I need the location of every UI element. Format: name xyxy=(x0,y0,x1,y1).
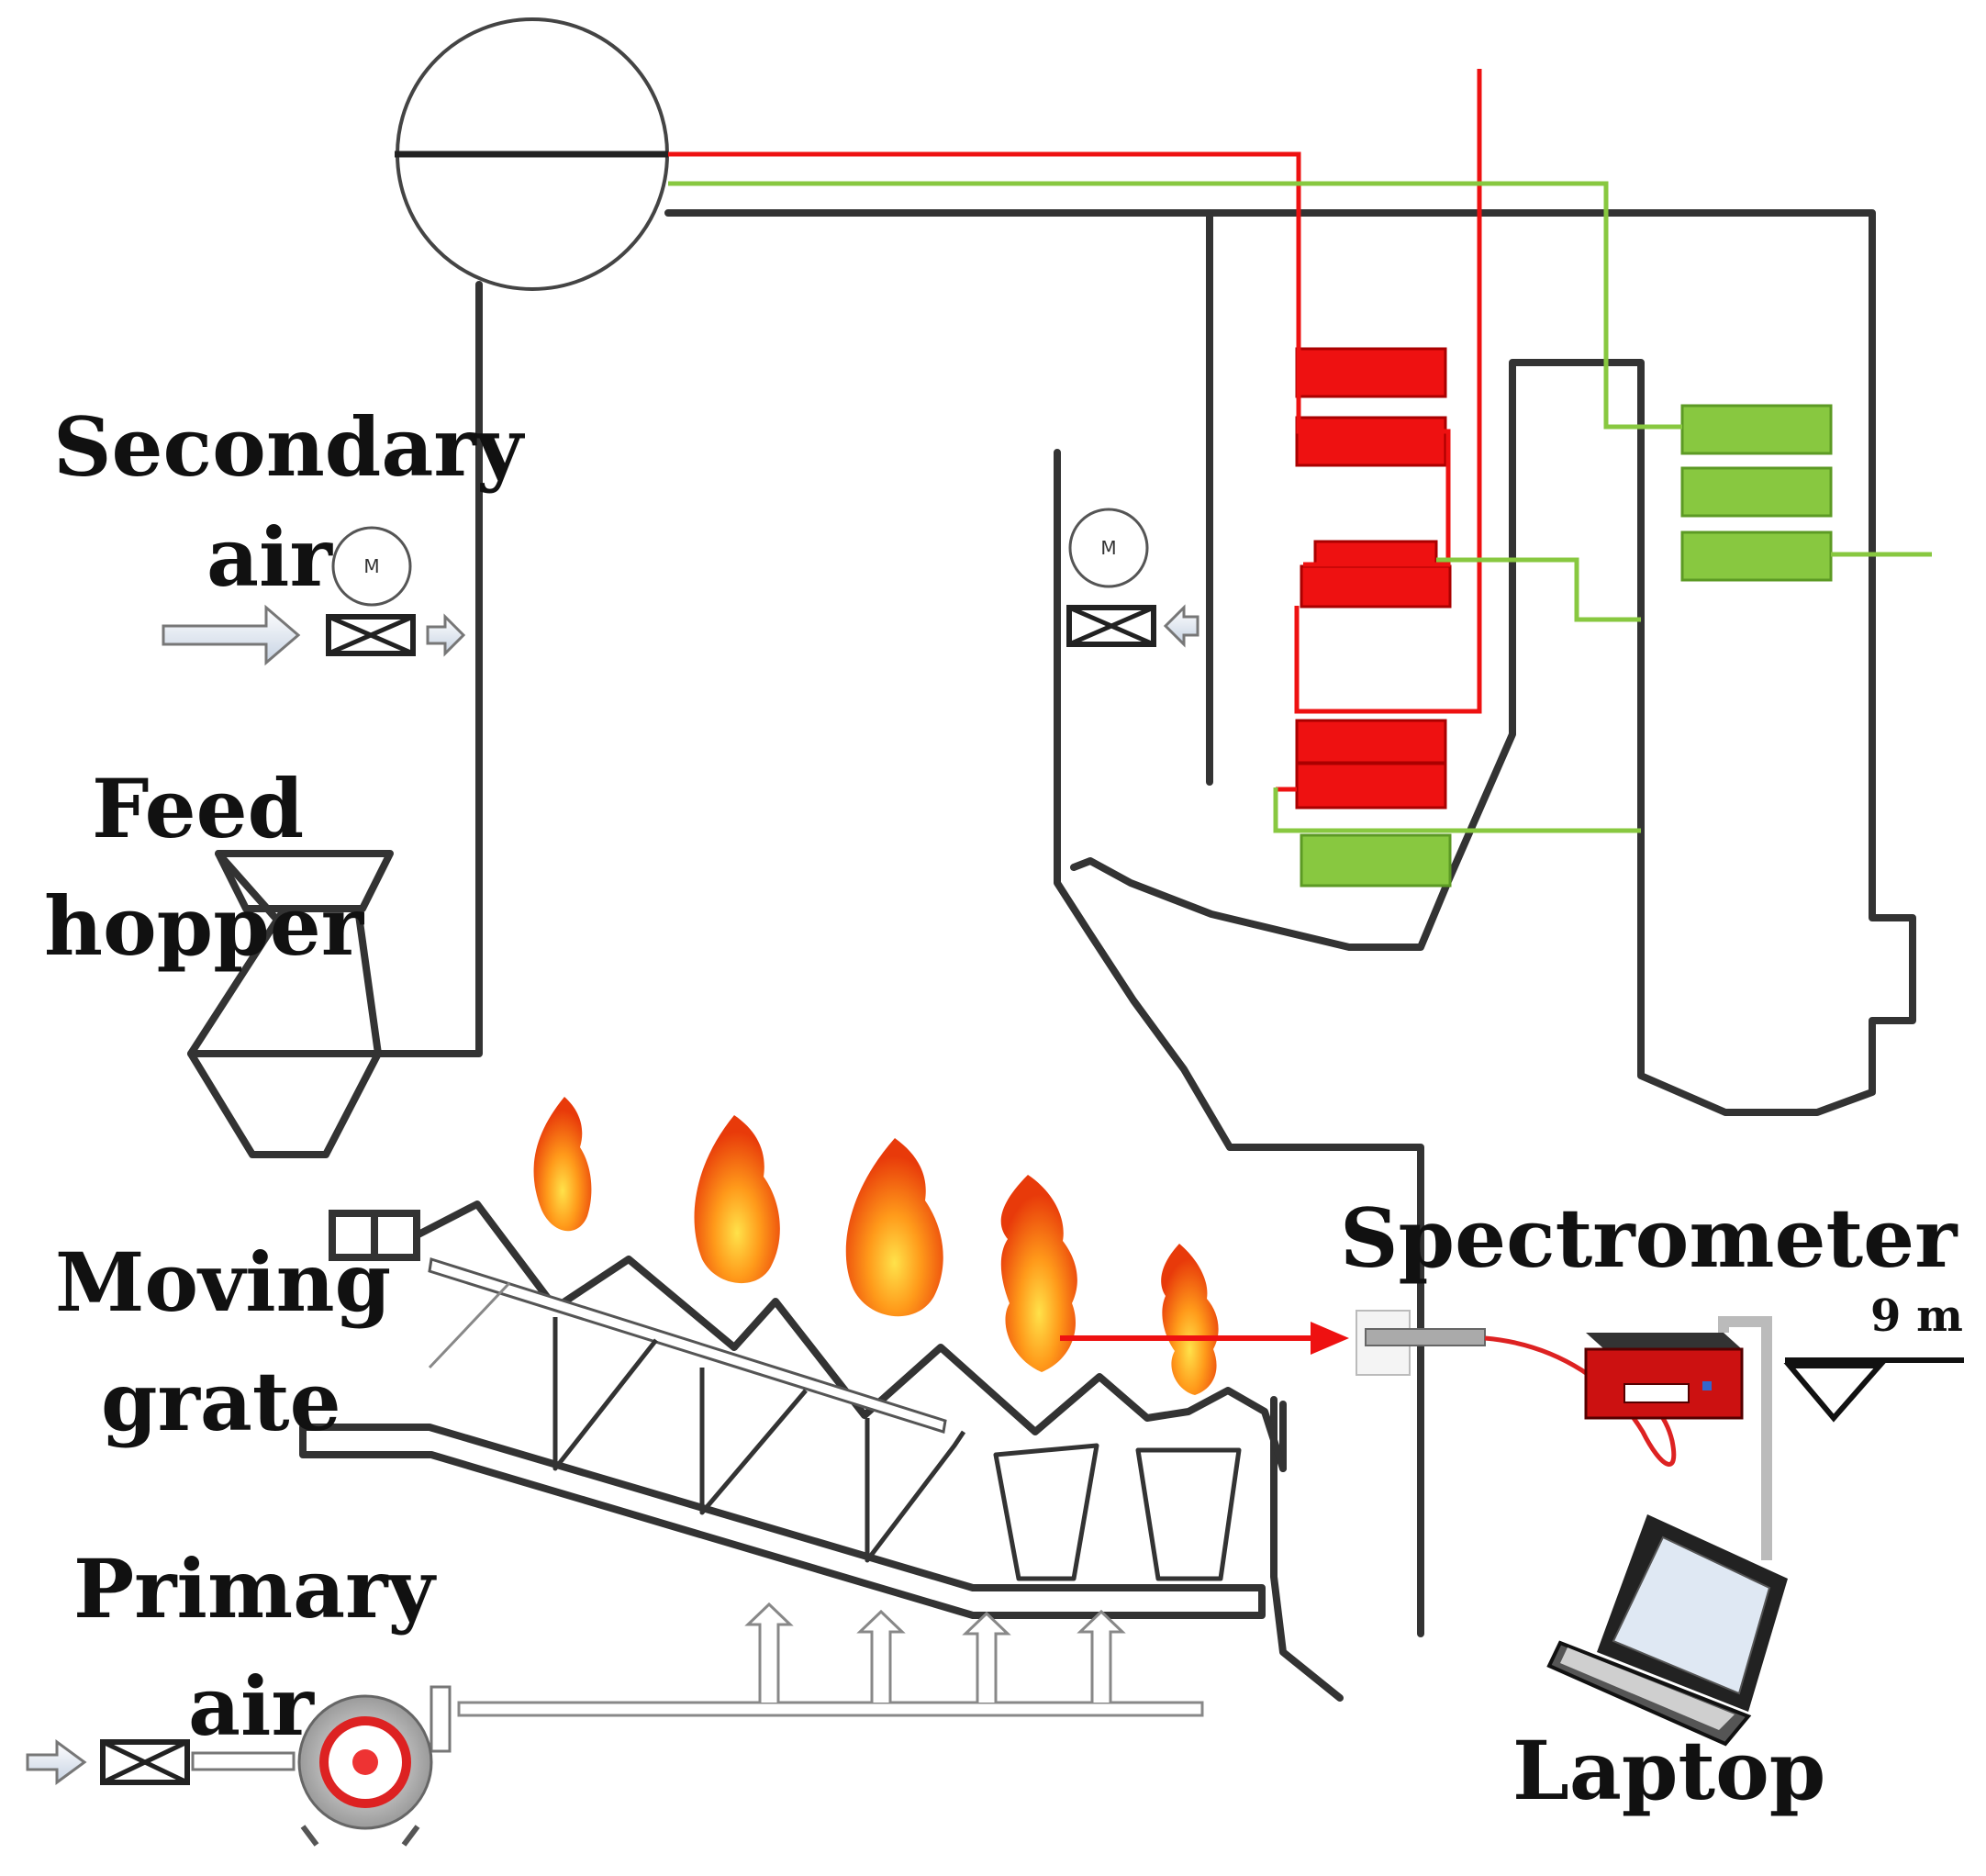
damper-icon xyxy=(326,614,416,656)
elevation-label: 9 m xyxy=(1870,1290,1963,1342)
damper-icon xyxy=(100,1739,190,1785)
feed-hopper-label-line1: Feed xyxy=(92,761,304,856)
water-steam-pipes xyxy=(668,69,1932,833)
moving-grate-label-line1: Moving xyxy=(55,1234,391,1330)
laptop-label: Laptop xyxy=(1512,1723,1825,1818)
laptop-icon xyxy=(1546,1514,1788,1747)
furnace-walls xyxy=(374,209,1916,1702)
combustion-flames xyxy=(533,1097,1219,1395)
secondary-air-label-line1: Secondary xyxy=(53,399,526,495)
secondary-air-inlet: M xyxy=(162,526,466,666)
motor-icon: M xyxy=(331,526,412,607)
feed-hopper-label-line2: hopper xyxy=(44,878,365,974)
moving-grate-label-line2: grate xyxy=(101,1354,341,1449)
primary-air-inlet xyxy=(26,1739,190,1785)
flame-4 xyxy=(1000,1175,1077,1372)
primary-air-fan xyxy=(191,1685,452,1847)
feed-hopper xyxy=(187,850,394,1158)
elevation-marker xyxy=(1783,1357,1964,1423)
boiler-drum xyxy=(395,17,669,291)
beam-arrowhead xyxy=(1311,1322,1349,1355)
secondary-air-label-line2: air xyxy=(206,509,333,605)
flame-5 xyxy=(1161,1244,1219,1395)
motor-icon: M xyxy=(1068,508,1149,588)
svg-text:M: M xyxy=(1100,537,1116,559)
primary-air-label-line1: Primary xyxy=(73,1541,437,1636)
arrow-icon xyxy=(426,613,466,657)
economizer-banks xyxy=(1300,404,1833,888)
measurement-setup xyxy=(1060,1310,1964,1747)
diagram-labels: Secondary air Feed hopper Moving grate P… xyxy=(44,399,1963,1818)
spectrometer-device xyxy=(1584,1333,1744,1420)
secondary-air-inlet-rear: M xyxy=(1066,508,1199,648)
damper-icon xyxy=(1066,605,1156,647)
moving-grate xyxy=(299,1200,1287,1619)
svg-text:M: M xyxy=(363,555,379,577)
flame-2 xyxy=(694,1115,780,1284)
primary-air-duct xyxy=(457,1602,1204,1717)
arrow-icon xyxy=(1163,604,1199,648)
arrow-icon xyxy=(26,1739,87,1785)
spectrometer-label: Spectrometer xyxy=(1340,1190,1958,1286)
primary-air-label-line2: air xyxy=(188,1658,315,1754)
optical-probe xyxy=(1365,1328,1486,1346)
flame-1 xyxy=(533,1097,592,1232)
arrow-icon xyxy=(162,604,301,666)
primary-air-riser-arrows xyxy=(744,1602,1126,1703)
flame-3 xyxy=(845,1138,943,1317)
superheater-banks xyxy=(1295,347,1452,810)
